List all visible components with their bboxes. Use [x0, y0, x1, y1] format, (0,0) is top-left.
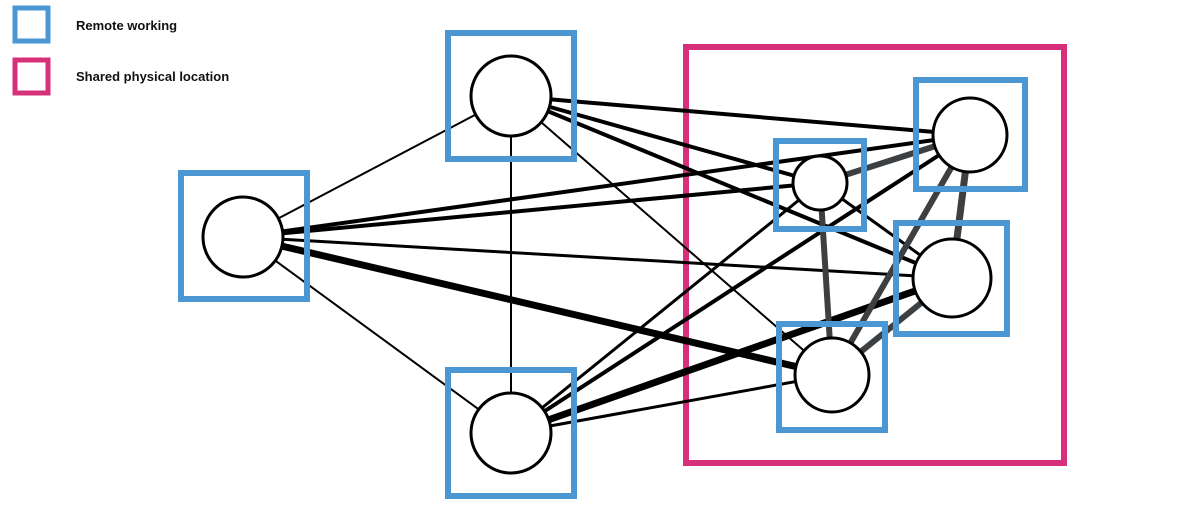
person-node-top	[469, 54, 553, 138]
person-node-bottom	[469, 391, 553, 475]
edge-top-shared-topright	[509, 94, 972, 137]
shared-location-box	[683, 44, 1067, 466]
legend-label-shared: Shared physical location	[76, 69, 229, 84]
node-left	[178, 170, 310, 302]
node-shared-topright	[913, 77, 1028, 192]
nodes-layer	[178, 30, 1028, 499]
person-node-shared-bottom	[793, 336, 871, 414]
edge-left-shared-right	[241, 235, 954, 280]
edge-bottom-shared-topright	[509, 133, 972, 435]
legend-swatch-shared	[12, 57, 51, 96]
remote-working-box-top	[445, 30, 577, 162]
legend-label-remote: Remote working	[76, 18, 177, 33]
person-node-left	[201, 195, 285, 279]
edge-top-shared-right	[509, 94, 954, 280]
edge-left-shared-topright	[241, 133, 972, 239]
remote-working-box-shared-small	[773, 138, 867, 232]
node-shared-bottom	[776, 321, 888, 433]
edge-left-bottom	[242, 236, 512, 434]
edge-shared-topright-shared-bottom	[829, 132, 973, 378]
remote-working-box-shared-topright	[913, 77, 1028, 192]
remote-working-box-left	[178, 170, 310, 302]
legend: Remote working Shared physical location	[12, 5, 229, 96]
node-bottom	[445, 367, 577, 499]
edge-bottom-shared-small	[509, 181, 822, 435]
edge-top-shared-bottom	[510, 95, 833, 376]
node-shared-right	[893, 220, 1010, 337]
edge-left-shared-small	[241, 181, 822, 239]
person-node-shared-right	[911, 237, 993, 319]
edge-left-top	[242, 95, 512, 238]
legend-swatch-remote	[12, 5, 51, 44]
node-shared-small	[773, 138, 867, 232]
person-node-shared-small	[791, 154, 849, 212]
node-top	[445, 30, 577, 162]
person-node-shared-topright	[931, 96, 1009, 174]
edge-bottom-shared-right	[507, 274, 956, 437]
remote-working-box-bottom	[445, 367, 577, 499]
remote-working-box-shared-bottom	[776, 321, 888, 433]
edge-top-shared-small	[509, 94, 822, 185]
remote-working-box-shared-right	[893, 220, 1010, 337]
